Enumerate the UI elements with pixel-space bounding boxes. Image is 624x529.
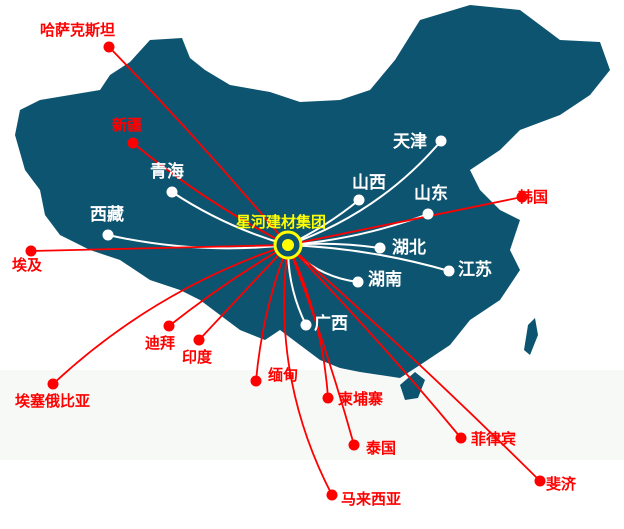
- background-band: [0, 370, 624, 460]
- hainan-island: [400, 372, 425, 400]
- overseas-marker: [193, 334, 205, 346]
- label-korea: 韩国: [518, 188, 549, 206]
- overseas-route: [132, 142, 289, 246]
- overseas-marker: [163, 320, 175, 332]
- domestic-marker: [435, 135, 447, 147]
- overseas-marker: [47, 378, 59, 390]
- overseas-route: [287, 244, 355, 446]
- overseas-route: [287, 244, 541, 482]
- label-jiangsu: 江苏: [458, 260, 492, 280]
- overseas-marker: [534, 475, 546, 487]
- overseas-route: [52, 244, 289, 385]
- label-philippines: 菲律宾: [471, 430, 517, 448]
- label-xinjiang: 新疆: [112, 116, 143, 134]
- label-qinghai: 青海: [150, 162, 184, 182]
- hub-dot: [282, 239, 294, 251]
- domestic-marker: [353, 194, 365, 206]
- label-hubei: 湖北: [392, 238, 426, 258]
- overseas-route: [255, 244, 289, 382]
- label-tianjin: 天津: [393, 132, 427, 152]
- label-cambodia: 柬埔寨: [338, 390, 384, 408]
- taiwan-island: [524, 318, 538, 355]
- domestic-marker: [300, 319, 312, 331]
- china-landmass: [15, 5, 610, 378]
- label-ethiopia: 埃塞俄比亚: [15, 392, 91, 410]
- domestic-route: [287, 140, 442, 246]
- overseas-marker: [25, 245, 37, 257]
- overseas-route: [168, 244, 289, 327]
- overseas-route: [30, 244, 289, 252]
- domestic-marker: [352, 276, 364, 288]
- overseas-marker: [326, 489, 338, 501]
- label-egypt: 埃及: [12, 256, 43, 274]
- label-shanxi: 山西: [352, 173, 386, 193]
- domestic-marker: [443, 265, 455, 277]
- domestic-marker: [374, 242, 386, 254]
- domestic-marker: [422, 208, 434, 220]
- label-myanmar: 缅甸: [268, 366, 299, 384]
- overseas-route: [108, 46, 289, 246]
- overseas-marker: [322, 392, 334, 404]
- overseas-marker: [127, 137, 139, 149]
- overseas-marker: [103, 41, 115, 53]
- label-dubai: 迪拜: [145, 334, 176, 352]
- hub-label: 星河建材集团: [236, 213, 327, 231]
- label-fiji: 斐济: [546, 475, 577, 493]
- overseas-marker: [516, 191, 528, 203]
- domestic-marker: [166, 186, 178, 198]
- label-hunan: 湖南: [368, 270, 402, 290]
- overseas-route: [287, 196, 523, 246]
- label-kazakhstan: 哈萨克斯坦: [40, 21, 116, 39]
- overseas-marker: [250, 375, 262, 387]
- label-guangxi: 广西: [314, 314, 348, 334]
- overseas-marker: [455, 432, 467, 444]
- label-thailand: 泰国: [366, 439, 397, 457]
- label-india: 印度: [182, 348, 213, 366]
- label-shandong: 山东: [414, 184, 448, 204]
- domestic-route: [287, 244, 450, 272]
- overseas-route: [287, 244, 462, 439]
- domestic-marker: [102, 229, 114, 241]
- overseas-route: [283, 244, 333, 496]
- overseas-marker: [348, 439, 360, 451]
- label-xizang: 西藏: [90, 205, 124, 225]
- label-malaysia: 马来西亚: [341, 490, 402, 508]
